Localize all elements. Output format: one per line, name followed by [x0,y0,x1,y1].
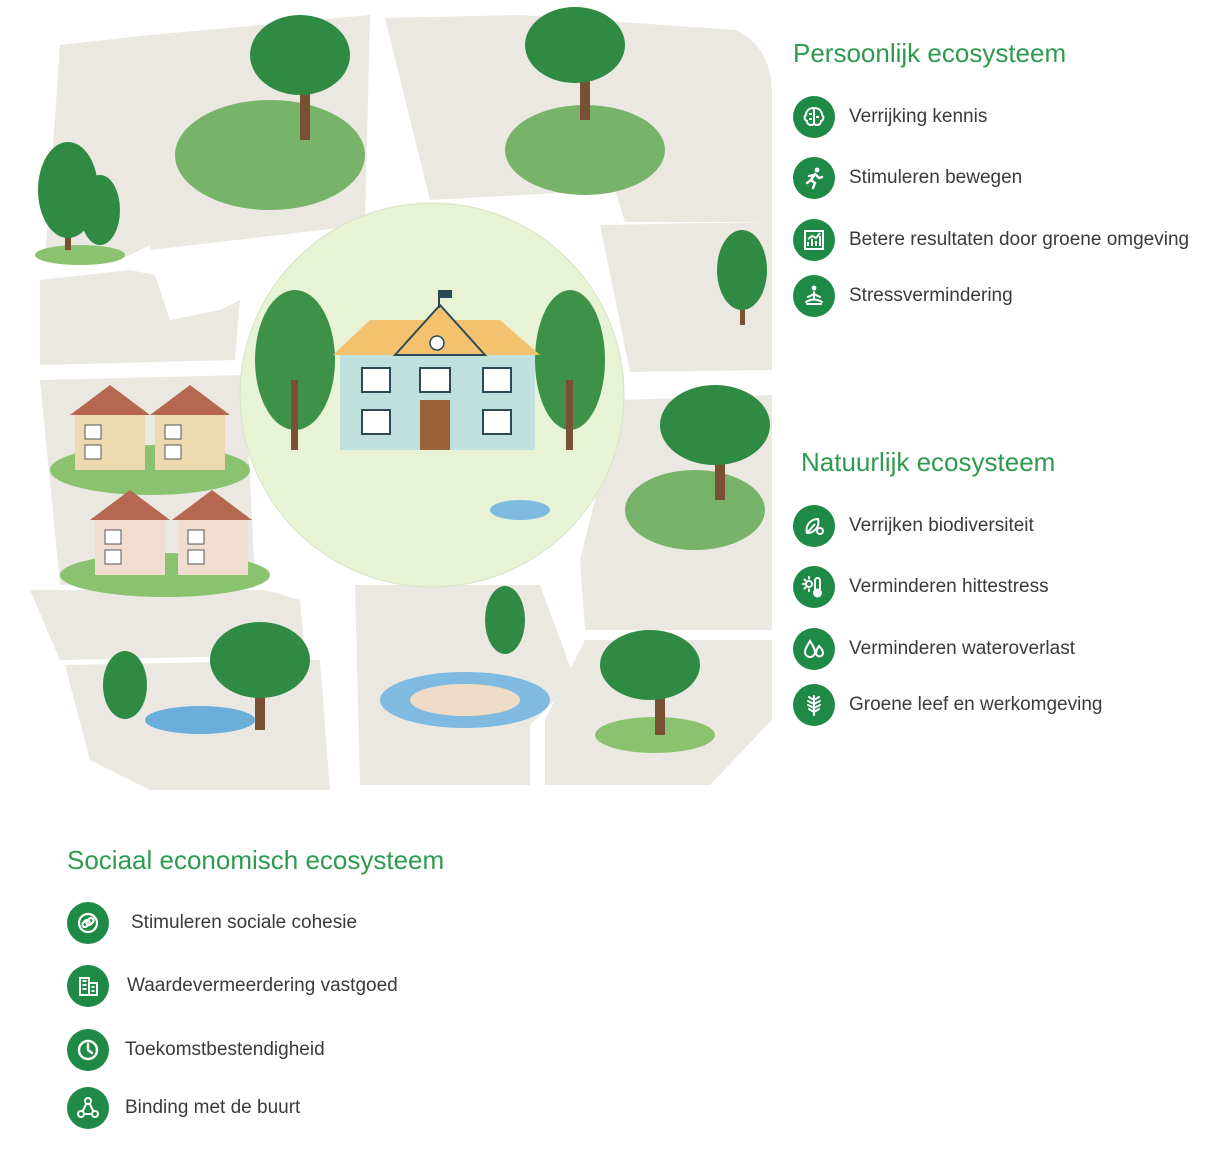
benefit-item: Verrijken biodiversiteit [793,505,1034,547]
leaf-icon [793,684,835,726]
thermometer-sun-icon [793,566,835,608]
neighbourhood-illustration [30,7,772,790]
benefit-label: Verrijken biodiversiteit [849,515,1034,536]
link-icon [67,902,109,944]
running-person-icon [793,157,835,199]
benefit-item: Groene leef en werkomgeving [793,684,1102,726]
growth-chart-icon [793,219,835,261]
benefit-label: Stimuleren bewegen [849,167,1023,188]
benefit-item: Stimuleren sociale cohesie [67,902,357,944]
benefit-label: Verminderen wateroverlast [849,638,1075,659]
benefit-item: Verminderen hittestress [793,566,1049,608]
brain-icon [793,96,835,138]
benefit-item: Betere resultaten door groene omgeving [793,219,1189,261]
benefit-label: Groene leef en werkomgeving [849,694,1103,715]
benefit-item: Binding met de buurt [67,1087,300,1129]
benefit-item: Toekomstbestendigheid [67,1029,325,1071]
benefit-label: Binding met de buurt [125,1097,301,1118]
benefit-label: Verrijking kennis [849,106,988,127]
social-economic-ecosystem-title: Sociaal economisch ecosysteem [67,845,445,875]
benefit-label: Betere resultaten door groene omgeving [849,229,1190,250]
benefit-item: Verminderen wateroverlast [793,628,1075,670]
water-drops-icon [793,628,835,670]
biodiversity-icon [793,505,835,547]
benefit-label: Toekomstbestendigheid [125,1039,325,1060]
benefit-label: Stimuleren sociale cohesie [131,912,358,933]
benefit-label: Stressvermindering [849,285,1013,306]
houses [70,385,252,575]
clock-icon [67,1029,109,1071]
benefit-label: Verminderen hittestress [849,576,1049,597]
benefit-item: Waardevermeerdering vastgoed [67,965,398,1007]
benefit-item: Stressvermindering [793,275,1013,317]
personal-ecosystem-title: Persoonlijk ecosysteem [793,38,1067,68]
school-center-circle [239,202,625,588]
benefit-item: Stimuleren bewegen [793,157,1022,199]
park-greenery [35,7,770,753]
natural-ecosystem-title: Natuurlijk ecosysteem [801,447,1056,477]
meditation-icon [793,275,835,317]
network-icon [67,1087,109,1129]
buildings-icon [67,965,109,1007]
benefit-label: Waardevermeerdering vastgoed [127,975,398,996]
benefit-item: Verrijking kennis [793,96,987,138]
